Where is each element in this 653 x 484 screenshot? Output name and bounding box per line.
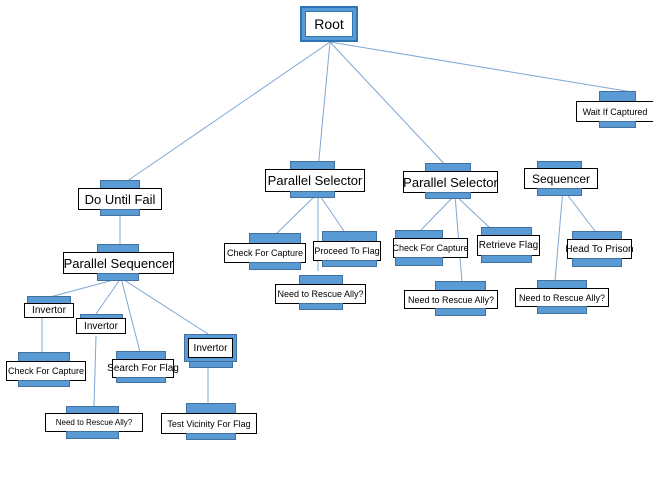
search-for-flag-node[interactable]: Search For Flag — [107, 359, 179, 378]
node-tab — [116, 377, 166, 383]
need-to-rescue-ally-node-2[interactable]: Need to Rescue Ally? — [275, 284, 366, 304]
invertor-node-2[interactable]: Invertor — [76, 318, 126, 334]
edge — [120, 277, 141, 353]
root-label: Root — [305, 11, 353, 37]
check-for-capture-node-2[interactable]: Check For Capture — [224, 243, 306, 263]
proceed-to-flag-node[interactable]: Proceed To Flag — [313, 241, 381, 261]
parallel-selector-node-2[interactable]: Parallel Selector — [403, 171, 498, 193]
test-vicinity-for-flag-node[interactable]: Test Vicinity For Flag — [161, 413, 257, 434]
edge — [274, 192, 319, 236]
wait-if-captured-node[interactable]: Wait If Captured — [576, 101, 653, 122]
node-tab — [425, 192, 471, 199]
invertor-node-1[interactable]: Invertor — [24, 303, 74, 318]
edge — [329, 41, 451, 171]
need-to-rescue-ally-node-4[interactable]: Need to Rescue Ally? — [515, 288, 609, 307]
node-tab — [537, 188, 582, 196]
node-tab — [186, 433, 236, 440]
need-to-rescue-ally-node-1[interactable]: Need to Rescue Ally? — [45, 413, 143, 432]
edge — [317, 41, 331, 171]
invertor-node-3[interactable]: Invertor — [184, 334, 237, 362]
root-node[interactable]: Root — [300, 6, 358, 42]
node-tab — [18, 380, 70, 387]
node-tab — [249, 262, 301, 270]
node-tab — [290, 191, 335, 198]
node-tab — [100, 209, 140, 216]
edge — [95, 277, 122, 315]
node-tab — [537, 306, 587, 314]
node-tab — [322, 260, 377, 267]
node-tab — [395, 257, 443, 266]
do-until-fail-node[interactable]: Do Until Fail — [78, 188, 162, 210]
check-for-capture-node-3[interactable]: Check For Capture — [392, 238, 469, 258]
node-tab — [97, 273, 139, 281]
node-tab — [435, 308, 486, 316]
node-tab — [66, 431, 119, 439]
invertor-label: Invertor — [188, 338, 233, 358]
sequencer-node[interactable]: Sequencer — [524, 168, 598, 189]
edge — [329, 41, 633, 93]
head-to-prison-node[interactable]: Head To Prison — [565, 239, 634, 259]
edge — [562, 188, 596, 232]
node-tab — [299, 303, 343, 310]
node-tab — [572, 258, 622, 267]
edge — [120, 277, 209, 335]
edge — [317, 192, 345, 232]
edge — [419, 194, 456, 232]
node-tab — [189, 361, 233, 368]
edge — [554, 188, 564, 282]
parallel-selector-node-1[interactable]: Parallel Selector — [265, 169, 365, 192]
need-to-rescue-ally-node-3[interactable]: Need to Rescue Ally? — [404, 290, 498, 309]
node-tab — [481, 255, 532, 263]
edge — [49, 277, 122, 298]
parallel-sequencer-node[interactable]: Parallel Sequencer — [63, 252, 174, 274]
edge — [119, 41, 331, 187]
check-for-capture-node-1[interactable]: Check For Capture — [6, 361, 86, 381]
edge — [93, 335, 97, 407]
retrieve-flag-node[interactable]: Retrieve Flag — [477, 235, 540, 256]
node-tab — [599, 121, 636, 128]
edge — [454, 194, 491, 229]
